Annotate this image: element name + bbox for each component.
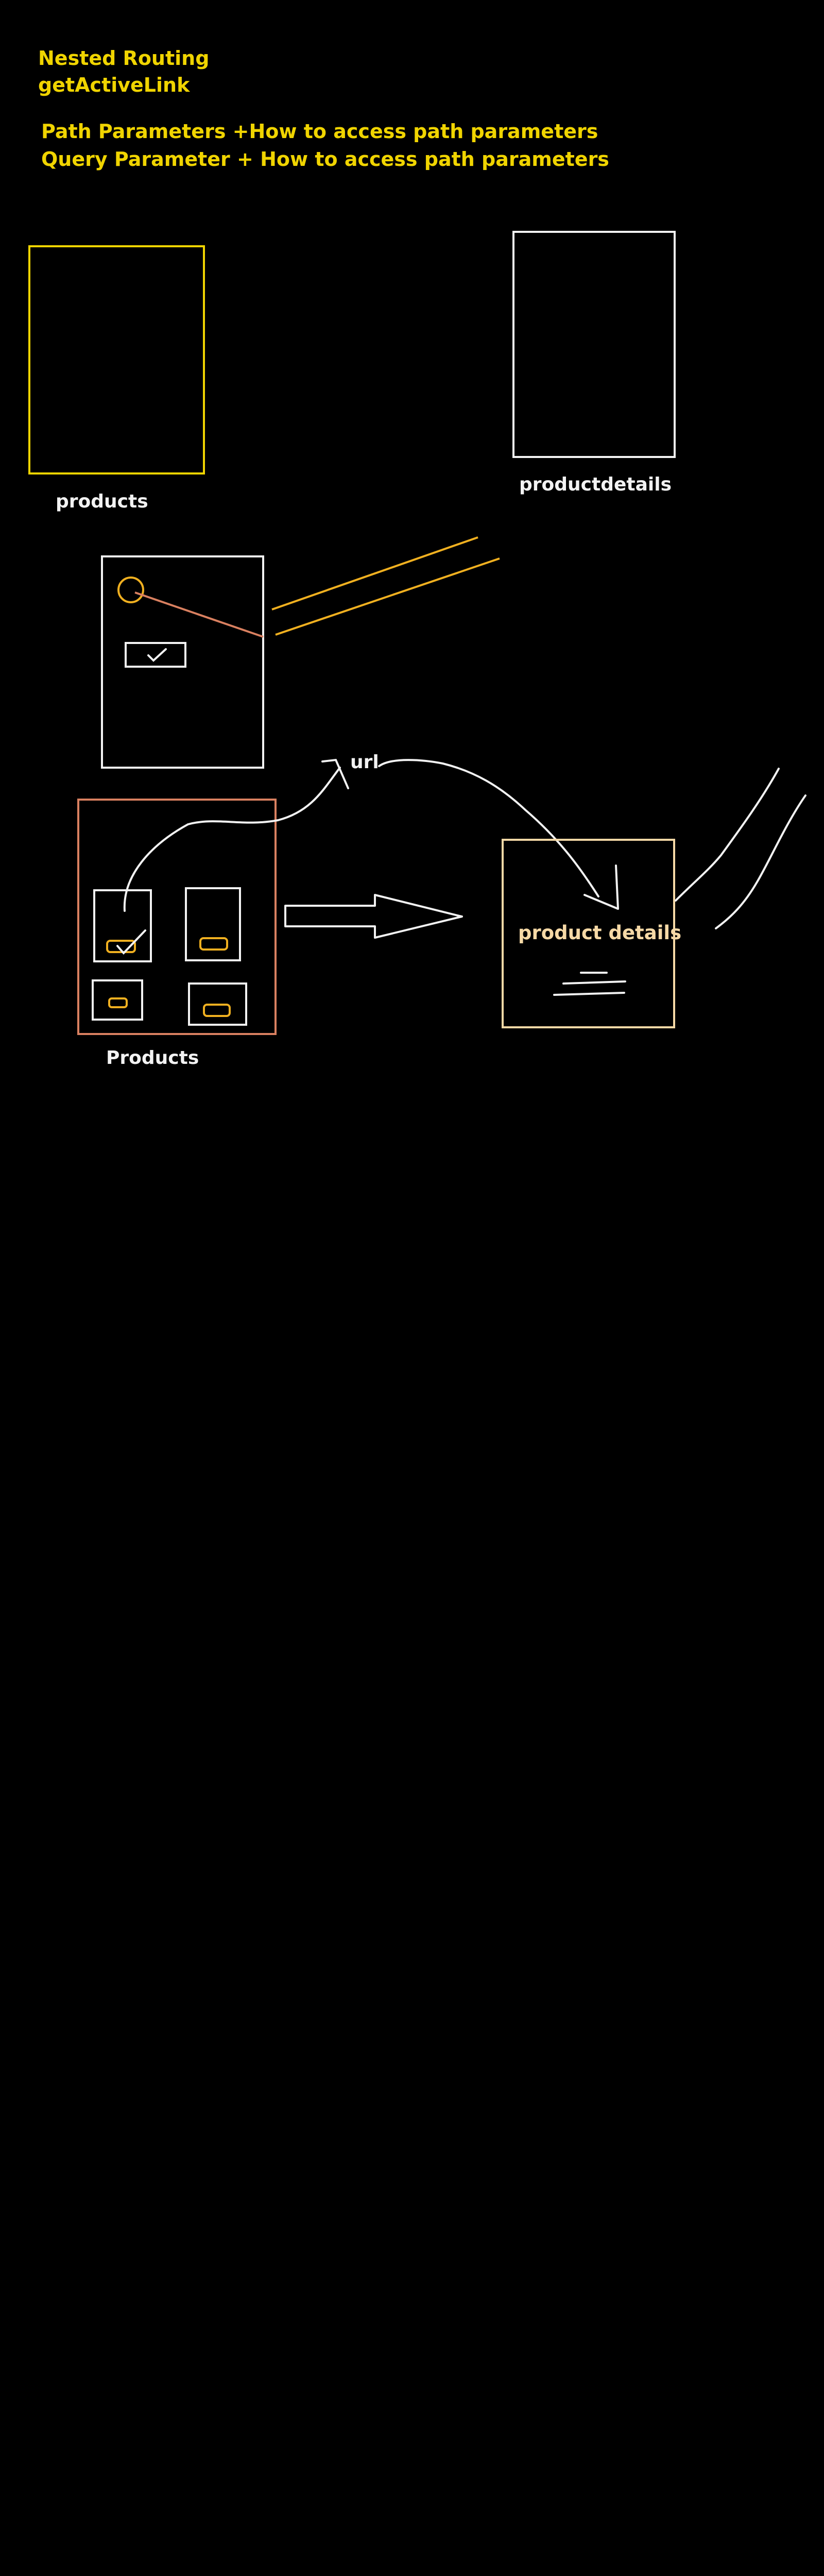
header-notes: Nested Routing getActiveLink Path Parame… bbox=[38, 47, 609, 171]
product-card-1-check-icon bbox=[116, 929, 146, 955]
products-label-bottom: Products bbox=[106, 1047, 199, 1069]
products-label-top: products bbox=[56, 491, 148, 512]
pipe-line-outer bbox=[675, 768, 780, 902]
url-arrowhead-icon bbox=[583, 865, 619, 910]
product-card-3 bbox=[92, 979, 143, 1021]
products-box-top bbox=[28, 245, 205, 474]
details-text-line-3 bbox=[553, 992, 625, 996]
product-card-4-button bbox=[203, 1004, 231, 1017]
checkbox-button bbox=[125, 642, 186, 668]
product-card-3-button bbox=[108, 997, 128, 1008]
route-line-upper bbox=[271, 536, 478, 611]
check-mark-icon bbox=[147, 648, 167, 662]
pipe-line-inner bbox=[715, 794, 806, 929]
products-box-bottom bbox=[77, 799, 277, 1035]
link-pointer-line bbox=[134, 591, 264, 638]
url-curve-right bbox=[378, 759, 599, 897]
product-card-2 bbox=[185, 887, 241, 961]
url-curve-left bbox=[123, 767, 341, 912]
note-get-active-link: getActiveLink bbox=[38, 74, 190, 96]
route-line-lower bbox=[275, 557, 500, 636]
link-circle bbox=[117, 577, 144, 603]
product-card-1-button bbox=[106, 940, 136, 953]
note-path-parameters: Path Parameters +How to access path para… bbox=[41, 120, 598, 143]
phone-mockup bbox=[101, 555, 264, 769]
details-text-line-2 bbox=[562, 980, 626, 985]
productdetails-label-top: productdetails bbox=[519, 474, 672, 495]
product-card-4 bbox=[188, 982, 247, 1026]
product-details-box bbox=[502, 839, 675, 1028]
note-query-parameter: Query Parameter + How to access path par… bbox=[41, 148, 609, 171]
note-nested-routing: Nested Routing bbox=[38, 47, 209, 70]
block-arrow-icon bbox=[284, 894, 463, 939]
url-label: url bbox=[350, 752, 379, 773]
product-details-label: product details bbox=[518, 922, 681, 944]
product-card-2-button bbox=[199, 937, 228, 951]
productdetails-box-top bbox=[512, 231, 676, 458]
url-caret-icon bbox=[321, 758, 349, 789]
product-card-1 bbox=[93, 889, 152, 962]
